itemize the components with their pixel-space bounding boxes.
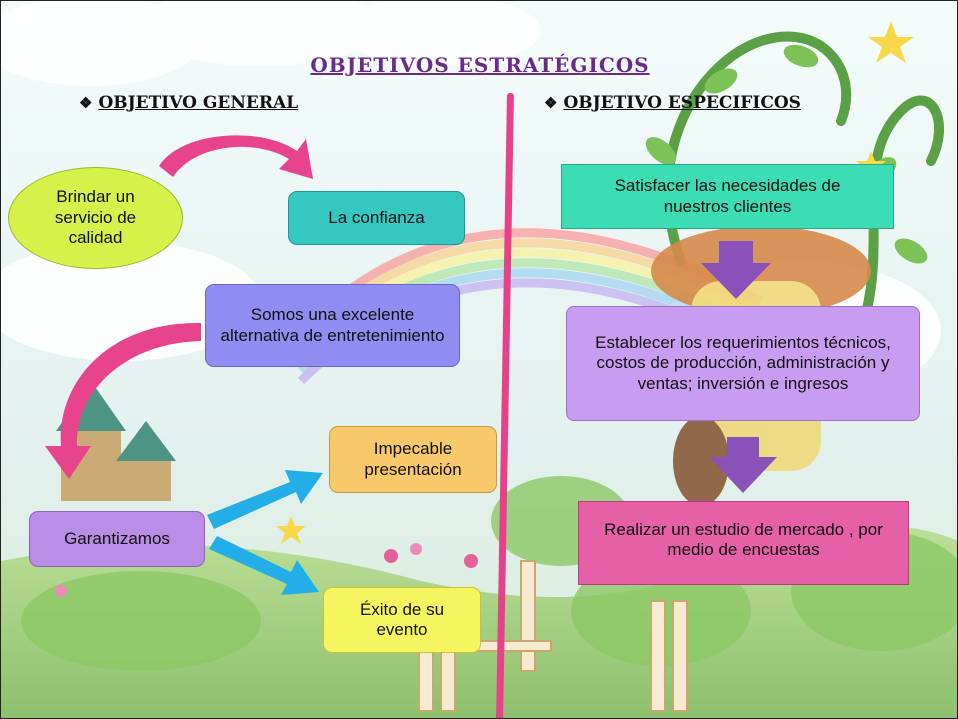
realizar-estudio-text: Realizar un estudio de mercado , por med… [604,520,883,560]
garantizamos-text: Garantizamos [64,528,170,548]
diamond-bullet-icon: ❖ [79,94,93,112]
establecer-requerimientos-box: Establecer los requerimientos técnicos, … [566,306,920,421]
somos-alternativa-box: Somos una excelente alternativa de entre… [205,284,460,367]
somos-alternativa-text: Somos una excelente alternativa de entre… [220,305,445,345]
satisfacer-necesidades-box: Satisfacer las necesidades de nuestros c… [561,164,894,229]
brindar-servicio-ellipse: Brindar un servicio de calidad [8,167,183,269]
establecer-requerimientos-text: Establecer los requerimientos técnicos, … [595,332,891,393]
satisfacer-necesidades-text: Satisfacer las necesidades de nuestros c… [614,176,841,216]
exito-evento-box: Éxito de su evento [323,587,481,653]
objetivo-especificos-label: OBJETIVO ESPECIFICOS [563,93,801,113]
diamond-bullet-icon: ❖ [544,94,558,112]
confianza-box: La confianza [288,191,465,245]
exito-evento-text: Éxito de su evento [359,599,445,639]
garantizamos-box: Garantizamos [29,511,205,567]
realizar-estudio-box: Realizar un estudio de mercado , por med… [578,501,909,585]
objetivo-especificos-heading: ❖ OBJETIVO ESPECIFICOS [544,93,801,113]
objetivo-general-heading: ❖ OBJETIVO GENERAL [79,93,298,113]
impecable-presentacion-box: Impecable presentación [329,426,497,493]
slide-title: OBJETIVOS ESTRATÉGICOS [310,53,650,77]
flowers [55,543,478,597]
confianza-text: La confianza [328,207,425,227]
brindar-servicio-text: Brindar un servicio de calidad [54,187,137,248]
objetivo-general-label: OBJETIVO GENERAL [98,93,299,113]
impecable-presentacion-text: Impecable presentación [364,439,462,479]
